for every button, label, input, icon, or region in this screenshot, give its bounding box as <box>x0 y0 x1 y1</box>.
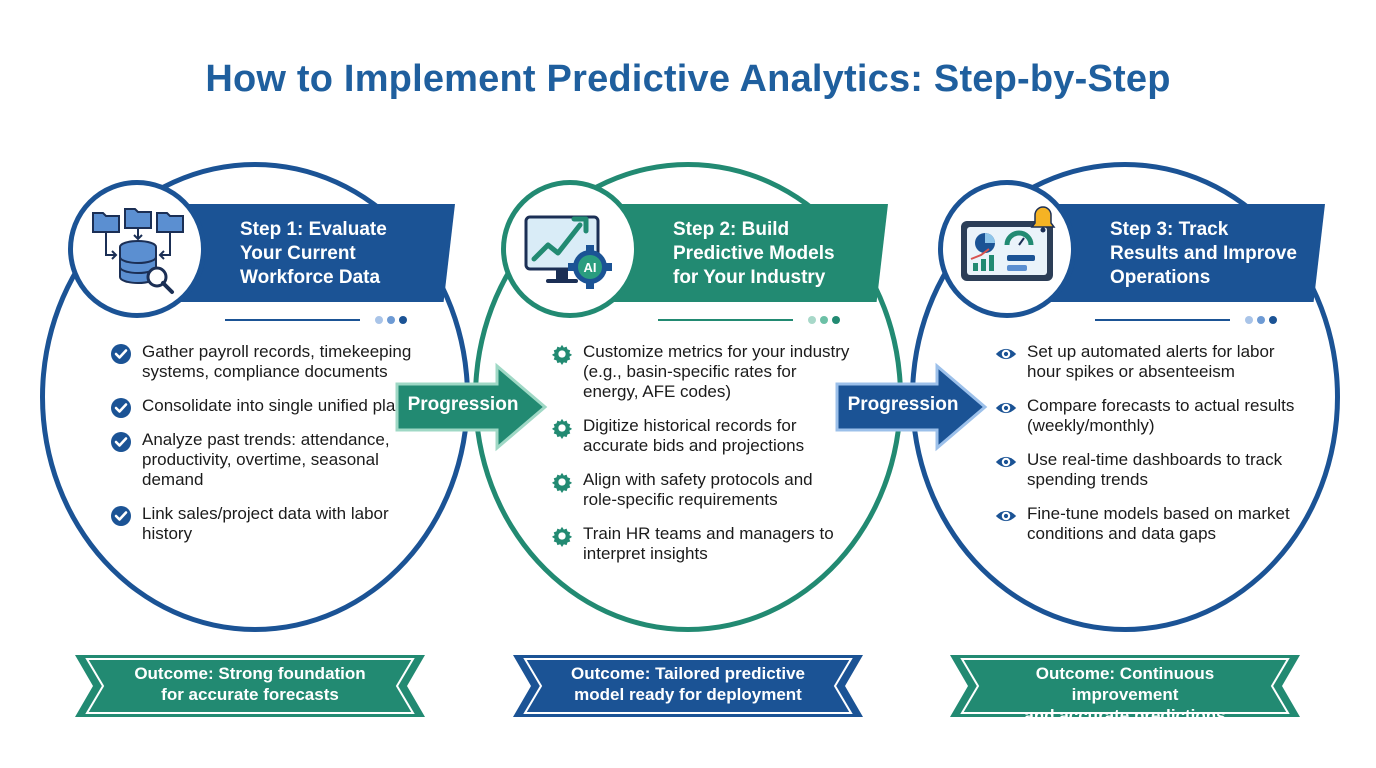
list-item: Use real-time dashboards to track spendi… <box>995 450 1305 490</box>
list-item: Set up automated alerts for labor hour s… <box>995 342 1305 382</box>
check-circle-icon <box>111 344 131 364</box>
outcome-ribbon-1: Outcome: Strong foundation for accurate … <box>75 655 425 717</box>
outcome-ribbon-3: Outcome: Continuous improvement and accu… <box>950 655 1300 725</box>
gear-icon <box>551 344 573 365</box>
list-item: Customize metrics for your industry (e.g… <box>551 342 851 402</box>
outcome-text: Outcome: Strong foundation for accurate … <box>134 664 366 704</box>
eye-icon <box>995 402 1017 414</box>
eye-icon <box>995 510 1017 522</box>
page-title: How to Implement Predictive Analytics: S… <box>205 58 1171 100</box>
arrow-label: Progression <box>407 394 519 415</box>
list-item: Fine-tune models based on market conditi… <box>995 504 1305 544</box>
step-1-divider <box>225 319 360 321</box>
check-circle-icon <box>111 506 131 526</box>
outcome-text: Outcome: Tailored predictive model ready… <box>571 664 805 704</box>
step-2-dots <box>808 316 840 324</box>
arrow-right-icon <box>395 362 548 452</box>
outcome-text: Outcome: Continuous improvement and accu… <box>1024 664 1226 725</box>
progression-arrow-2: Progression <box>833 362 993 452</box>
step-2-heading: Step 2: Build Predictive Models for Your… <box>603 204 888 302</box>
list-item: Align with safety protocols and role-spe… <box>551 470 851 510</box>
dashboard-alert-icon <box>938 180 1076 318</box>
step-3-list: Set up automated alerts for labor hour s… <box>995 342 1305 558</box>
step-3-divider <box>1095 319 1230 321</box>
list-item: Train HR teams and managers to interpret… <box>551 524 851 564</box>
list-item: Link sales/project data with labor histo… <box>110 504 440 544</box>
step-1-heading: Step 1: Evaluate Your Current Workforce … <box>170 204 455 302</box>
step-1-dots <box>375 316 407 324</box>
list-item: Consolidate into single unified platform <box>110 396 440 418</box>
eye-icon <box>995 456 1017 468</box>
check-circle-icon <box>111 398 131 418</box>
ai-chart-monitor-icon: AI <box>501 180 639 318</box>
step-2-card: Step 2: Build Predictive Models for Your… <box>473 162 903 642</box>
gear-icon <box>551 418 573 439</box>
list-item: Compare forecasts to actual results (wee… <box>995 396 1305 436</box>
list-item: Gather payroll records, timekeeping syst… <box>110 342 440 382</box>
gear-icon <box>551 526 573 547</box>
step-1-list: Gather payroll records, timekeeping syst… <box>110 342 440 558</box>
progression-arrow-1: Progression <box>393 362 553 452</box>
step-2-divider <box>658 319 793 321</box>
step-2-list: Customize metrics for your industry (e.g… <box>551 342 851 578</box>
step-3-dots <box>1245 316 1277 324</box>
check-circle-icon <box>111 432 131 452</box>
outcome-ribbon-2: Outcome: Tailored predictive model ready… <box>513 655 863 717</box>
list-item: Analyze past trends: attendance, product… <box>110 430 440 490</box>
ai-badge-text: AI <box>584 260 597 275</box>
step-3-heading: Step 3: Track Results and Improve Operat… <box>1040 204 1325 302</box>
arrow-label: Progression <box>847 394 959 415</box>
database-folders-icon <box>68 180 206 318</box>
arrow-right-icon <box>835 362 988 452</box>
eye-icon <box>995 348 1017 360</box>
gear-icon <box>551 472 573 493</box>
list-item: Digitize historical records for accurate… <box>551 416 851 456</box>
